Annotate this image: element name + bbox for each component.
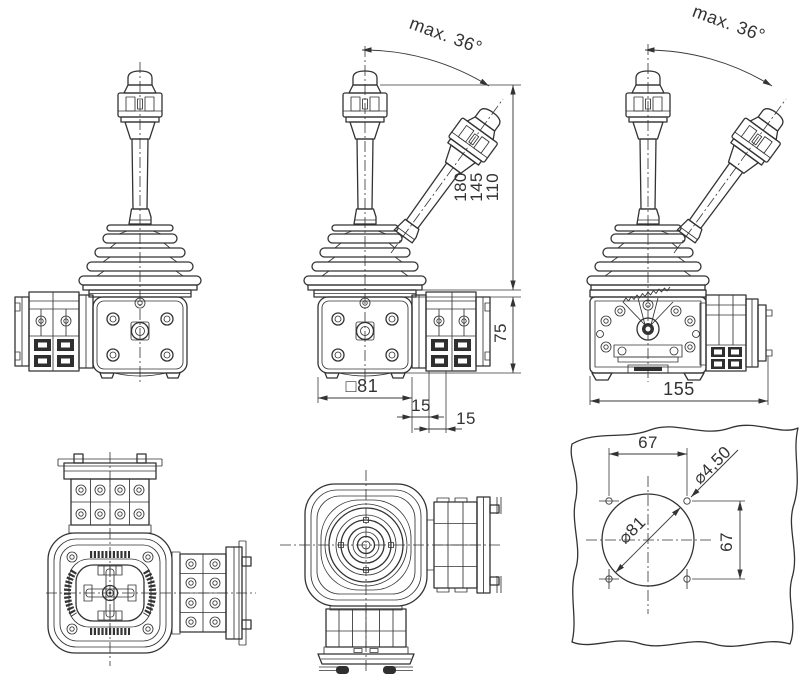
offset-15b-label: 15 bbox=[456, 409, 476, 428]
depth-75-label: 75 bbox=[491, 323, 510, 343]
dim-hole-pitch-horizontal: 67 bbox=[608, 433, 688, 496]
angle-label: max. 36° bbox=[407, 13, 485, 58]
view-top bbox=[280, 470, 503, 674]
width-155-label: 155 bbox=[663, 379, 695, 399]
connector-bottom-view-right bbox=[172, 541, 251, 645]
dia-450-label: ⌀4,50 bbox=[689, 442, 734, 487]
dia-81-label: ⌀81 bbox=[615, 513, 650, 548]
dim-angle-side: max. 36° bbox=[644, 1, 773, 87]
dim-hole-diameter: ⌀4,50 bbox=[689, 442, 739, 498]
connector-bottom-view-up bbox=[58, 454, 162, 533]
pitch-67v-label: 67 bbox=[717, 532, 736, 552]
dim-body-width: □81 15 15 bbox=[317, 371, 476, 433]
terminal-connector-left bbox=[15, 292, 93, 371]
height-180-label: 180 bbox=[451, 172, 470, 202]
mounting-hole bbox=[683, 497, 691, 505]
connector-top-view-down bbox=[317, 605, 415, 674]
view-side-tilted: max. 36° 155 bbox=[586, 1, 795, 405]
connector-top-view-right bbox=[426, 496, 502, 594]
view-front-tilted: max. 36° 180 145 110 75 □81 15 15 bbox=[303, 13, 521, 433]
terminal-connector-right bbox=[412, 292, 490, 371]
dim-angle-front: max. 36° bbox=[361, 13, 490, 87]
dim-hole-pitch-vertical: 67 bbox=[692, 500, 745, 580]
offset-15a-label: 15 bbox=[411, 396, 431, 415]
angle-label-side: max. 36° bbox=[690, 1, 768, 46]
body-width-label: □81 bbox=[346, 376, 379, 396]
cutout-circle bbox=[601, 493, 695, 587]
view-front bbox=[15, 62, 202, 382]
height-145-label: 145 bbox=[467, 172, 486, 202]
height-110-label: 110 bbox=[483, 173, 502, 201]
panel-outline bbox=[570, 424, 799, 647]
pitch-67h-label: 67 bbox=[638, 433, 658, 452]
gear-housing bbox=[589, 286, 707, 381]
view-panel-cutout: 67 67 ⌀81 ⌀4,50 bbox=[570, 424, 799, 647]
view-bottom bbox=[46, 452, 256, 666]
dim-overall-width: 155 bbox=[589, 356, 769, 405]
terminal-connector-end bbox=[699, 294, 773, 372]
dim-lever-heights: 180 145 110 75 bbox=[380, 84, 521, 374]
